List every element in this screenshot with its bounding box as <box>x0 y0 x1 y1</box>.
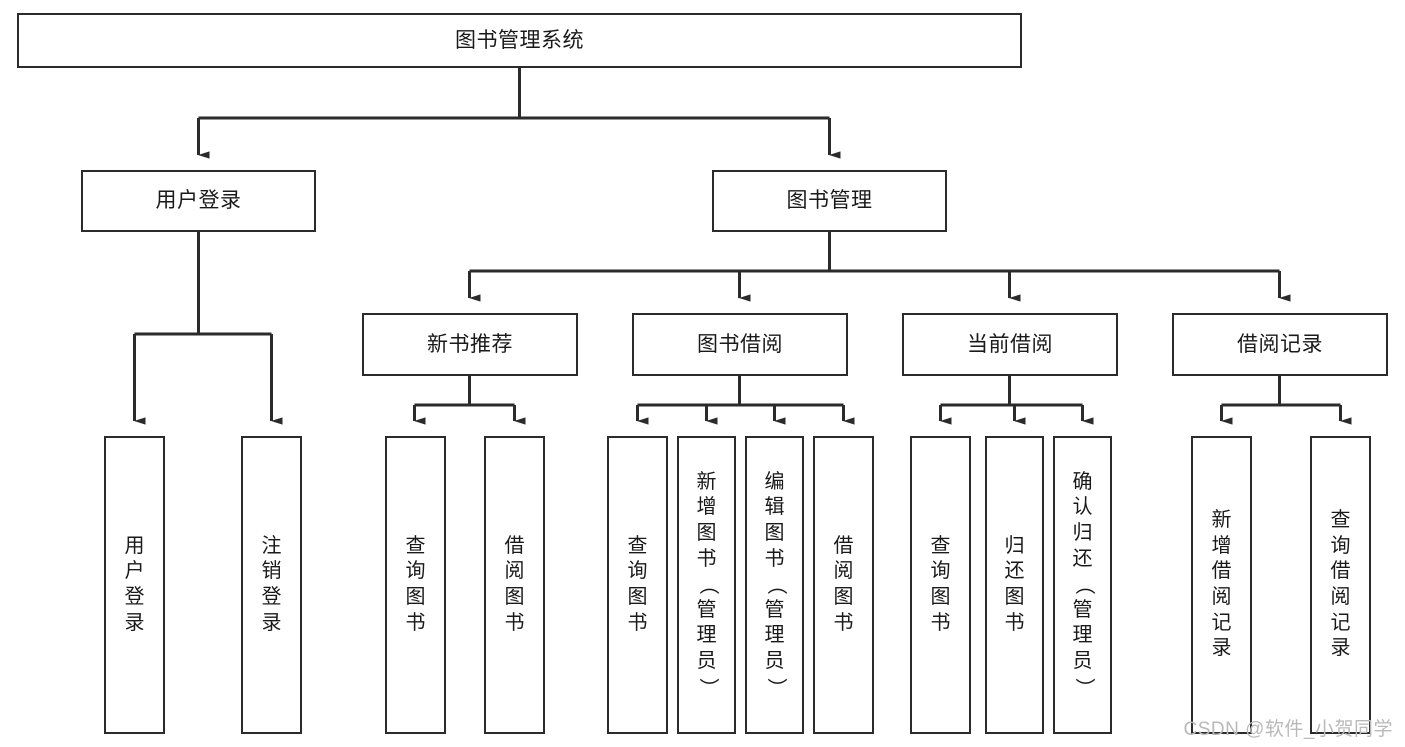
node-leaf-return-book[interactable]: 归还图书 <box>985 436 1044 734</box>
node-leaf-user-login-label: 用户登录 <box>124 534 145 634</box>
node-leaf-query-book-borrow-label: 查询图书 <box>627 534 648 634</box>
node-leaf-add-book-admin-label: 新增图书（管理员） <box>696 470 719 698</box>
node-current-borrow[interactable]: 当前借阅 <box>902 313 1118 376</box>
node-leaf-confirm-return-admin-label: 确认归还（管理员） <box>1072 470 1095 698</box>
node-current-borrow-label: 当前借阅 <box>967 332 1053 356</box>
node-leaf-query-borrow-record-label: 查询借阅记录 <box>1330 509 1351 660</box>
node-leaf-return-book-label: 归还图书 <box>1004 534 1025 634</box>
node-book-borrow[interactable]: 图书借阅 <box>632 313 848 376</box>
node-leaf-add-book-admin[interactable]: 新增图书（管理员） <box>677 436 736 734</box>
node-new-book-recommend-label: 新书推荐 <box>427 332 513 356</box>
node-leaf-add-borrow-record-label: 新增借阅记录 <box>1211 509 1232 660</box>
node-book-borrow-label: 图书借阅 <box>697 332 783 356</box>
node-new-book-recommend[interactable]: 新书推荐 <box>362 313 578 376</box>
node-leaf-borrow-book-rec-label: 借阅图书 <box>504 534 525 634</box>
node-leaf-borrow-book-rec[interactable]: 借阅图书 <box>484 436 545 734</box>
node-leaf-query-borrow-record[interactable]: 查询借阅记录 <box>1310 436 1371 734</box>
node-leaf-borrow-book-label: 借阅图书 <box>833 534 854 634</box>
node-leaf-user-login[interactable]: 用户登录 <box>104 436 165 734</box>
node-leaf-borrow-book[interactable]: 借阅图书 <box>813 436 874 734</box>
node-leaf-edit-book-admin-label: 编辑图书（管理员） <box>764 470 787 698</box>
node-user-login[interactable]: 用户登录 <box>81 170 316 232</box>
node-leaf-query-book-borrow[interactable]: 查询图书 <box>607 436 668 734</box>
node-leaf-query-book-rec[interactable]: 查询图书 <box>385 436 446 734</box>
node-book-manage-label: 图书管理 <box>786 189 873 213</box>
node-leaf-edit-book-admin[interactable]: 编辑图书（管理员） <box>745 436 804 734</box>
node-leaf-query-book-cur-label: 查询图书 <box>930 534 951 634</box>
node-leaf-add-borrow-record[interactable]: 新增借阅记录 <box>1191 436 1252 734</box>
node-borrow-record-label: 借阅记录 <box>1237 332 1323 356</box>
node-root[interactable]: 图书管理系统 <box>17 13 1022 68</box>
node-leaf-logout-login[interactable]: 注销登录 <box>241 436 302 734</box>
node-leaf-confirm-return-admin[interactable]: 确认归还（管理员） <box>1053 436 1112 734</box>
node-book-manage[interactable]: 图书管理 <box>712 170 947 232</box>
node-borrow-record[interactable]: 借阅记录 <box>1172 313 1388 376</box>
node-leaf-query-book-rec-label: 查询图书 <box>405 534 426 634</box>
node-leaf-logout-login-label: 注销登录 <box>261 534 282 634</box>
node-leaf-query-book-cur[interactable]: 查询图书 <box>910 436 971 734</box>
node-root-label: 图书管理系统 <box>455 28 584 52</box>
node-user-login-label: 用户登录 <box>155 189 242 213</box>
